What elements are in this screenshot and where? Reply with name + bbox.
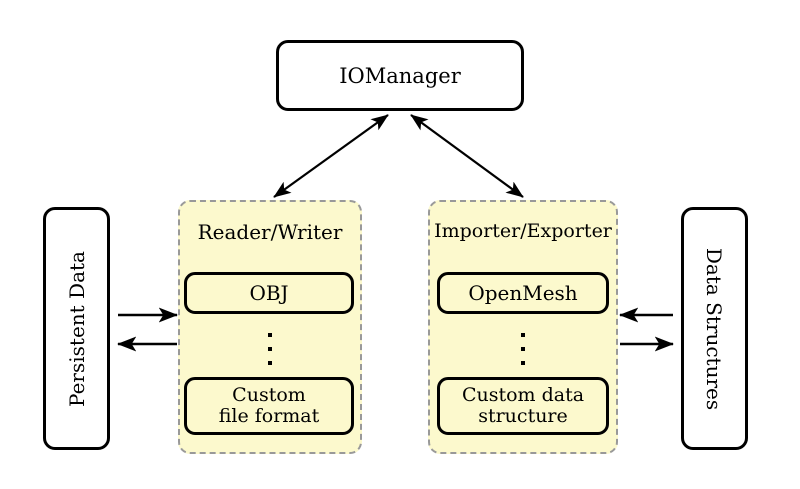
iomanager-node: IOManager (276, 40, 524, 111)
obj-node: OBJ (184, 272, 354, 314)
arrow-iomanager-importer-exporter (410, 114, 524, 198)
arrow-iomanager-reader-writer (273, 114, 389, 198)
openmesh-node: OpenMesh (437, 272, 609, 314)
data-structures-node: Data Structures (681, 207, 748, 450)
reader-writer-ellipsis-icon (265, 333, 275, 365)
custom-file-format-label-line2: file format (218, 405, 320, 427)
custom-data-structure-label-line1: Custom data (461, 383, 585, 406)
persistent-data-label: Persistent Data (64, 250, 89, 407)
custom-data-structure-label-line2: structure (478, 405, 568, 427)
data-structures-label: Data Structures (702, 247, 727, 410)
importer-exporter-ellipsis-icon (518, 333, 528, 365)
reader-writer-panel-title: Reader/Writer (197, 220, 343, 244)
custom-file-format-node: Custom file format (184, 377, 354, 435)
custom-data-structure-node: Custom data structure (437, 377, 609, 435)
custom-file-format-label-line1: Custom (232, 383, 306, 406)
iomanager-label: IOManager (339, 63, 461, 88)
importer-exporter-panel-title: Importer/Exporter (434, 220, 612, 242)
persistent-data-node: Persistent Data (43, 207, 110, 450)
obj-label: OBJ (249, 281, 289, 305)
openmesh-label: OpenMesh (468, 281, 578, 305)
